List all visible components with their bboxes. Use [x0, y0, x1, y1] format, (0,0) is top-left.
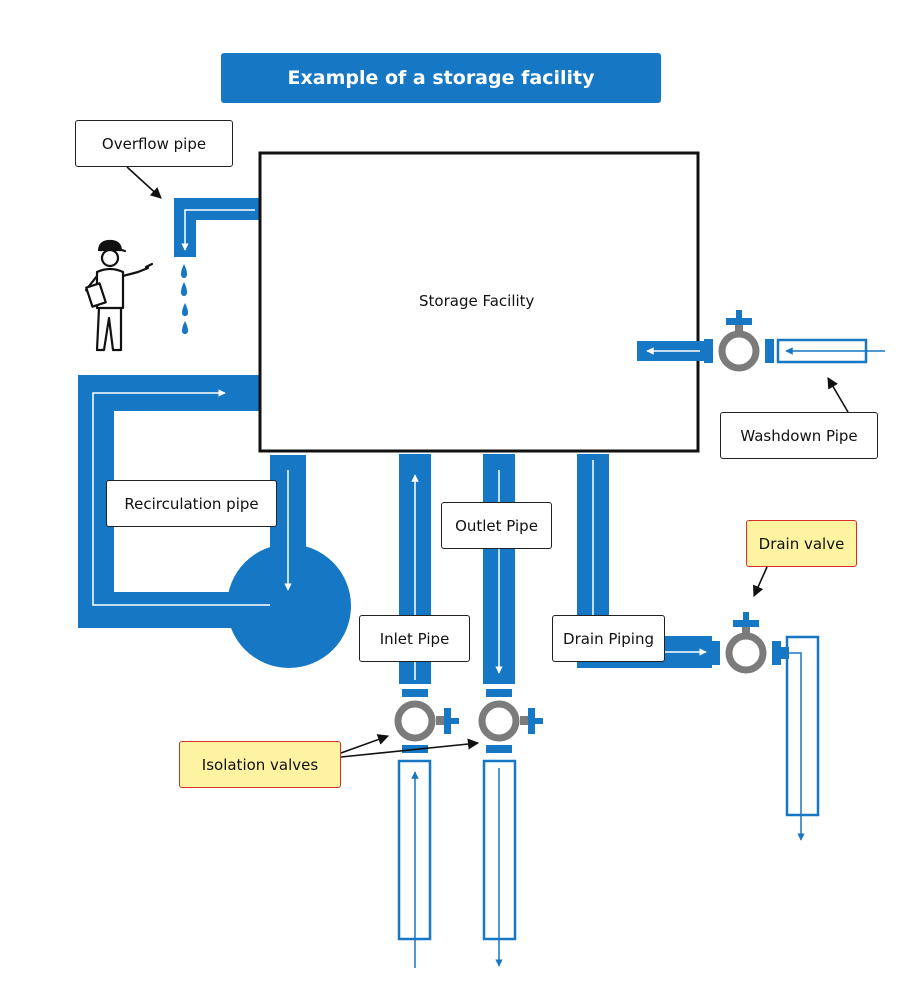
recirculation-pipe-label: Recirculation pipe — [106, 480, 277, 527]
valve-icon — [704, 310, 774, 372]
inlet-pipe-label: Inlet Pipe — [359, 615, 470, 662]
recirculation-tank — [227, 544, 351, 668]
washdown-pipe — [637, 338, 885, 364]
callout-arrows — [126, 166, 849, 758]
overflow-pipe-label: Overflow pipe — [75, 120, 233, 167]
flow-arrow-icon — [92, 389, 270, 606]
valve-icon — [478, 689, 543, 753]
flow-arrow-icon — [787, 652, 805, 841]
recirculation-pipe — [78, 375, 351, 668]
drain-piping-label: Drain Piping — [552, 615, 665, 662]
flow-arrow-icon — [181, 209, 255, 251]
storage-facility-tank — [258, 151, 700, 453]
valve-icon — [711, 612, 789, 674]
isolation-valves-label: Isolation valves — [179, 741, 341, 788]
storage-facility-label: Storage Facility — [419, 292, 535, 310]
outlet-pipe — [482, 454, 517, 967]
diagram-title: Example of a storage facility — [221, 53, 661, 103]
overflow-pipe — [174, 198, 262, 257]
water-drop-icon — [181, 264, 188, 334]
drain-valve-label: Drain valve — [746, 520, 857, 567]
worker-with-clipboard-icon — [84, 239, 154, 352]
washdown-pipe-label: Washdown Pipe — [720, 412, 878, 459]
outlet-pipe-label: Outlet Pipe — [441, 502, 552, 549]
valve-icon — [394, 689, 459, 753]
